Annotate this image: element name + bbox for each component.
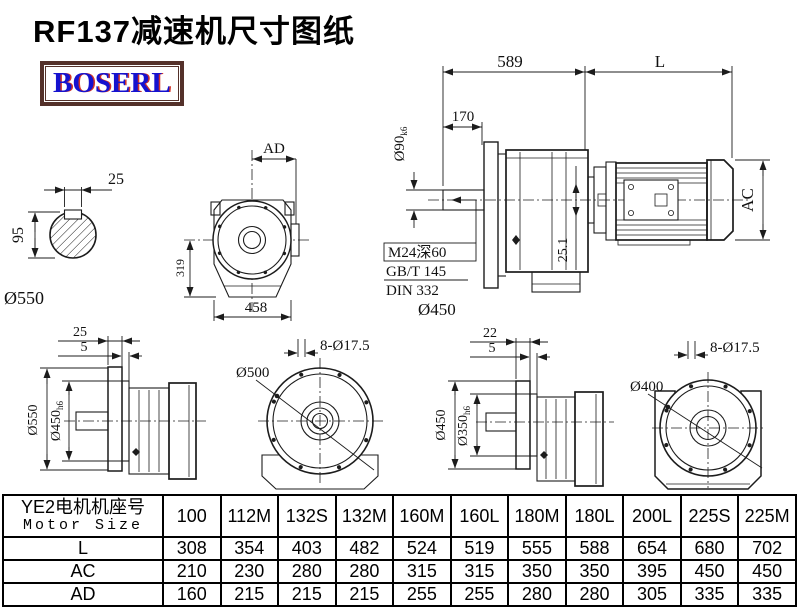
cell-ad-160l: 255: [449, 582, 510, 607]
motor-size-header: YE2电机机座号 Motor Size: [2, 494, 164, 538]
dim-flange-od-450: Ø450: [434, 409, 449, 440]
dim-spigot-lip-5b: 5: [489, 341, 496, 356]
table-row-ac: AC 210 230 280 280 315 315 350 350 395 4…: [2, 559, 797, 584]
cell-ad-132s: 215: [277, 582, 337, 607]
table-row-l: L 308 354 403 482 524 519 555 588 654 68…: [2, 536, 797, 561]
cell-ac-132m: 280: [334, 559, 395, 584]
row-label-l: L: [2, 536, 164, 561]
dim-holes-8x17-5: 8-Ø17.5: [320, 338, 370, 354]
boserl-logo: BOSERL: [40, 61, 184, 107]
table-row-ad: AD 160 215 215 215 255 255 280 280 305 3…: [2, 582, 797, 607]
cell-ac-200l: 395: [622, 559, 682, 584]
cell-l-225m: 702: [737, 536, 797, 561]
view-gearmotor-side: 589 L 170 Ø90k6: [383, 52, 770, 319]
dim-25-1: 25.1: [556, 238, 571, 263]
dim-holes-8x17-5b: 8-Ø17.5: [710, 340, 760, 356]
dim-bolt-circle-500: Ø500: [236, 365, 269, 381]
col-header-160m: 160M: [392, 494, 452, 538]
cell-l-100: 308: [162, 536, 222, 561]
cell-ad-200l: 305: [622, 582, 682, 607]
cell-l-132m: 482: [334, 536, 395, 561]
cell-l-160m: 524: [392, 536, 452, 561]
view-gearbox-front: AD 319 458: [173, 141, 310, 321]
view-flange-front-large: Ø500 8-Ø17.5: [236, 338, 384, 490]
dim-l: L: [655, 52, 665, 71]
cell-ad-160m: 255: [392, 582, 452, 607]
cell-l-112m: 354: [219, 536, 280, 561]
table-header-row: YE2电机机座号 Motor Size 100 112M 132S 132M 1…: [2, 494, 797, 538]
cell-l-180m: 555: [507, 536, 567, 561]
cell-ac-225m: 450: [737, 559, 797, 584]
cell-ad-100: 160: [162, 582, 222, 607]
dim-shaft-height: 95: [10, 227, 27, 243]
cell-ac-100: 210: [162, 559, 222, 584]
cell-l-160l: 519: [449, 536, 510, 561]
cell-ac-180l: 350: [564, 559, 625, 584]
cell-ac-225s: 450: [679, 559, 740, 584]
cell-ac-132s: 280: [277, 559, 337, 584]
dim-bolt-circle-400: Ø400: [630, 379, 663, 395]
dim-170: 170: [452, 109, 475, 125]
col-header-200l: 200L: [622, 494, 682, 538]
view-flange-side-small: 22 5 Ø450 Ø350h6: [434, 326, 614, 487]
cell-ad-112m: 215: [219, 582, 280, 607]
col-header-225s: 225S: [679, 494, 740, 538]
dim-spigot-350h6: Ø350h6: [456, 405, 472, 446]
cell-l-200l: 654: [622, 536, 682, 561]
dim-flange-thk-22: 22: [483, 326, 497, 341]
cell-ac-160m: 315: [392, 559, 452, 584]
motor-size-header-cn: YE2电机机座号: [20, 497, 146, 518]
cell-ad-180m: 280: [507, 582, 567, 607]
dim-ac: AC: [738, 188, 757, 212]
dim-319: 319: [173, 259, 187, 277]
note-din332: DIN 332: [386, 283, 439, 299]
note-gbt145: GB/T 145: [386, 264, 446, 280]
col-header-180l: 180L: [564, 494, 625, 538]
cell-l-132s: 403: [277, 536, 337, 561]
dim-ad: AD: [263, 141, 285, 157]
motor-size-header-en: Motor Size: [22, 517, 143, 535]
dimension-table: YE2电机机座号 Motor Size 100 112M 132S 132M 1…: [2, 494, 797, 607]
dim-spigot-lip-5: 5: [81, 340, 88, 355]
cell-ac-180m: 350: [507, 559, 567, 584]
dim-flange-od-550: Ø550: [26, 404, 41, 435]
dim-shaft-dia: Ø90k6: [392, 126, 409, 161]
col-header-132m: 132M: [334, 494, 395, 538]
dim-flange-dia-450: Ø450: [418, 300, 456, 319]
cell-ad-180l: 280: [564, 582, 625, 607]
dimension-drawing: 25 95 Ø550 AD: [4, 52, 770, 490]
view-shaft-section: 25 95 Ø550: [4, 171, 124, 308]
col-header-180m: 180M: [507, 494, 567, 538]
cell-ac-160l: 315: [449, 559, 510, 584]
cell-l-225s: 680: [679, 536, 740, 561]
cell-l-180l: 588: [564, 536, 625, 561]
dim-589: 589: [497, 52, 523, 71]
row-label-ad: AD: [2, 582, 164, 607]
cell-ad-225m: 335: [737, 582, 797, 607]
dim-spigot-450h6: Ø450h6: [49, 400, 65, 441]
col-header-100: 100: [162, 494, 222, 538]
boserl-logo-text: BOSERL: [45, 66, 179, 102]
dim-458: 458: [245, 300, 268, 316]
note-tap: M24深60: [388, 244, 446, 261]
row-label-ac: AC: [2, 559, 164, 584]
cell-ad-132m: 215: [334, 582, 395, 607]
col-header-225m: 225M: [737, 494, 797, 538]
col-header-112m: 112M: [219, 494, 280, 538]
view-flange-side-large: 25 5 Ø550 Ø450h6: [26, 325, 206, 480]
dim-flange-dia-550: Ø550: [4, 288, 44, 308]
page-title: RF137减速机尺寸图纸: [33, 14, 356, 49]
view-flange-front-small: Ø400 8-Ø17.5: [630, 340, 764, 490]
dim-key-width: 25: [108, 171, 124, 188]
cell-ac-112m: 230: [219, 559, 280, 584]
cell-ad-225s: 335: [679, 582, 740, 607]
col-header-132s: 132S: [277, 494, 337, 538]
dim-flange-thk-25: 25: [73, 325, 87, 340]
col-header-160l: 160L: [449, 494, 510, 538]
